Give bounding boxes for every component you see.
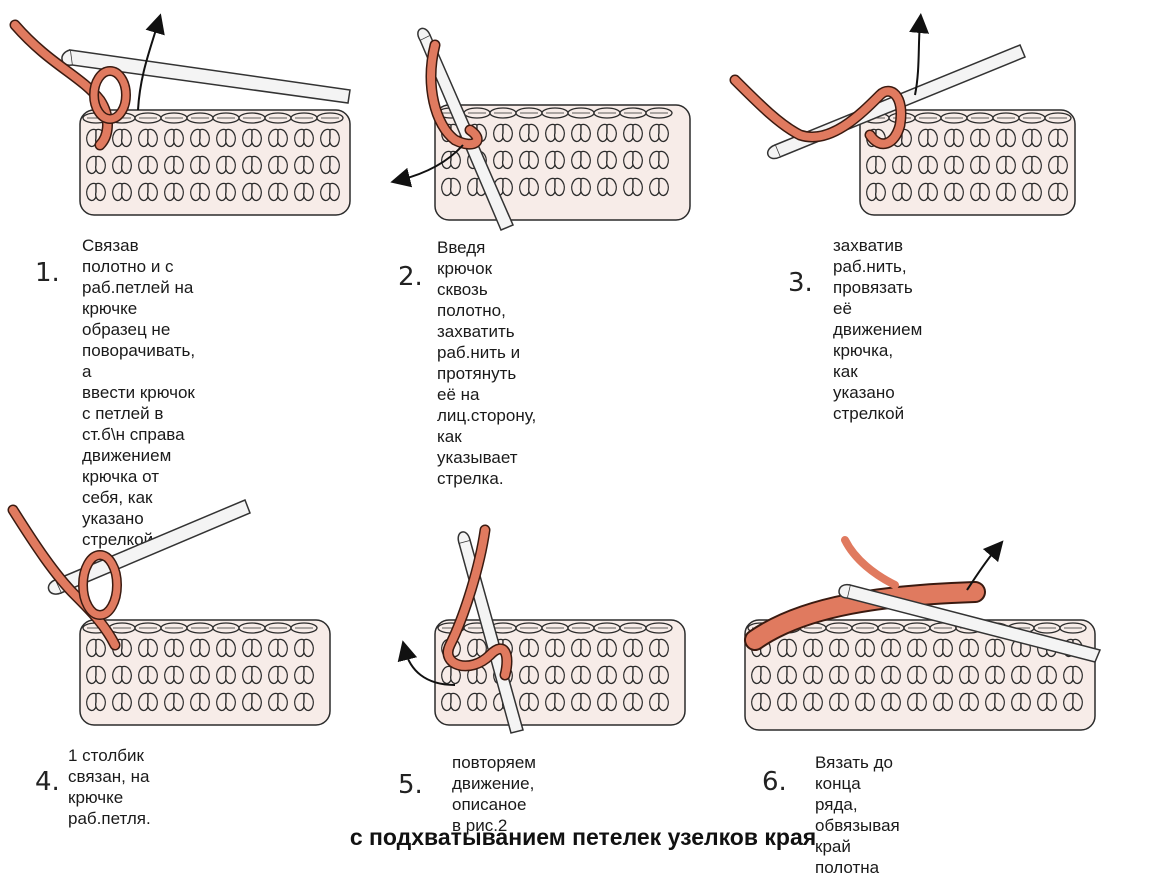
step-3-illustration bbox=[730, 15, 1080, 225]
step-caption: 1 столбик связан, на крючке раб.петля. bbox=[68, 745, 151, 829]
yarn bbox=[13, 510, 117, 645]
step-caption: Вязать до конца ряда, обвязывая край пол… bbox=[815, 752, 900, 878]
fabric-swatch bbox=[80, 110, 350, 215]
step-number: 6. bbox=[762, 767, 787, 797]
step-1-illustration bbox=[10, 15, 355, 230]
step-6-illustration bbox=[745, 530, 1135, 735]
step-number: 3. bbox=[788, 268, 813, 298]
fabric-swatch bbox=[860, 110, 1075, 215]
fabric-swatch bbox=[435, 620, 685, 725]
fabric-swatch bbox=[80, 620, 330, 725]
step-number: 2. bbox=[398, 262, 423, 292]
direction-arrow bbox=[915, 23, 920, 95]
diagram-title: с подхватыванием петелек узелков края bbox=[0, 824, 1166, 851]
yarn bbox=[15, 25, 126, 145]
step-caption: Введя крючок сквозь полотно, захватить р… bbox=[437, 237, 536, 489]
step-number: 5. bbox=[398, 770, 423, 800]
step-number: 4. bbox=[35, 767, 60, 797]
step-5-illustration bbox=[395, 525, 695, 735]
step-caption: захватив раб.нить, провязать её движение… bbox=[833, 235, 922, 424]
yarn bbox=[845, 540, 895, 585]
step-number: 1. bbox=[35, 258, 60, 288]
step-2-illustration bbox=[395, 25, 695, 235]
step-4-illustration bbox=[5, 495, 335, 730]
